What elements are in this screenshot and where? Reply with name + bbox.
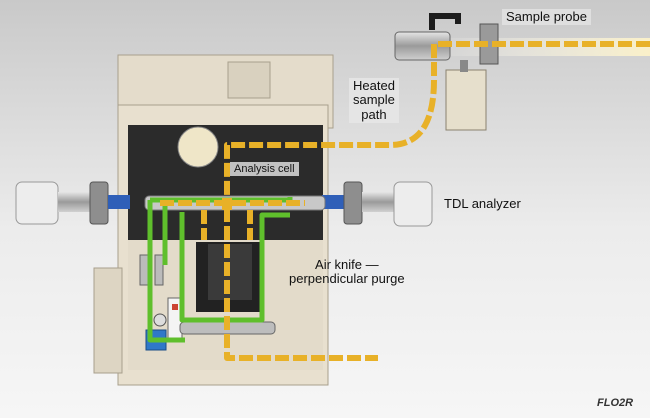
cell-viewport	[177, 126, 219, 168]
analysis-cell-label: Analysis cell	[230, 162, 299, 177]
sample-probe-assembly	[394, 13, 499, 131]
tdl-analyzer-label: TDL analyzer	[444, 196, 521, 211]
air-knife-label: Air knife — perpendicular purge	[289, 257, 405, 287]
sample-probe-label: Sample probe	[502, 9, 591, 26]
heated-sample-path-label: Heated sample path	[349, 78, 399, 123]
right-tdl-head	[322, 181, 433, 227]
flow-logo: FLO2R	[597, 397, 634, 409]
cell-center-pipe	[222, 198, 232, 210]
sample-gas-path	[160, 41, 650, 361]
analyzer-cabinet	[93, 54, 334, 386]
left-tdl-head	[15, 181, 130, 225]
